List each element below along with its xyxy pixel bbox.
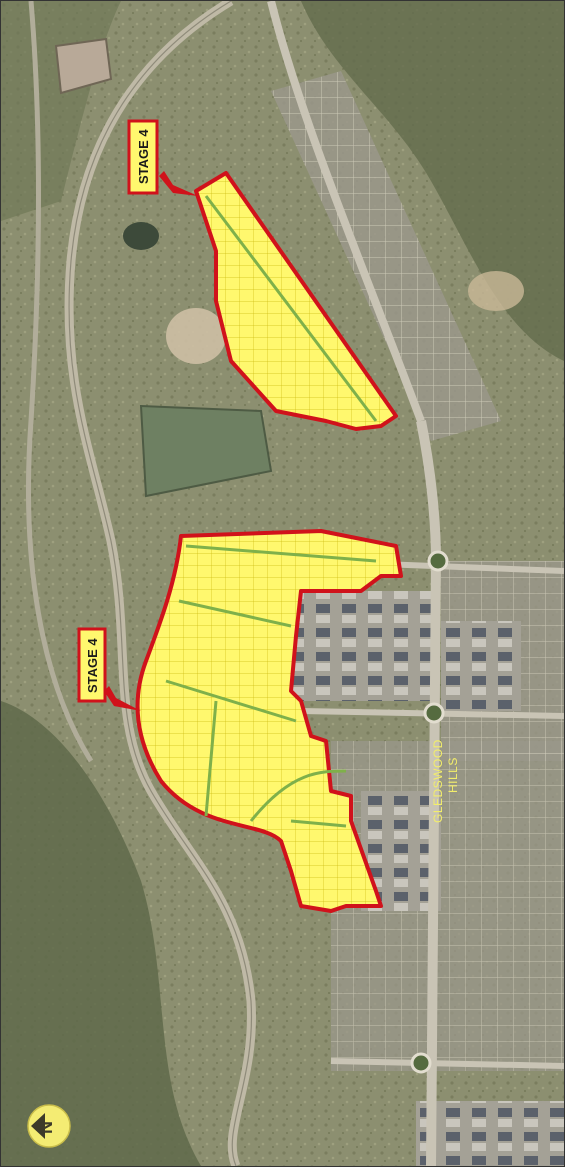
existing-houses (291, 591, 431, 701)
street-label-gledswood-hills: GLEDSWOOD HILLS (431, 739, 460, 823)
existing-houses-bottom (416, 1101, 564, 1166)
stage-4-internal-road-lower-c (165, 679, 297, 723)
road-to-stage-top (267, 1, 425, 423)
earth-patch (166, 308, 226, 364)
existing-lots-top (271, 71, 501, 441)
roundabout-3 (410, 1052, 432, 1074)
secondary-road (26, 1, 94, 763)
stage-4-internal-road-lower-f (290, 819, 347, 828)
roundabout-2 (423, 702, 445, 724)
pond-small (123, 222, 159, 250)
stage-4-parcel-upper[interactable] (194, 171, 398, 431)
stage-4-leader-upper (159, 171, 198, 196)
roundabout-1 (427, 550, 449, 572)
cross-road-3 (330, 1058, 564, 1069)
stage-4-internal-road-lower-e (249, 769, 347, 822)
stage-4-label-lower[interactable]: STAGE 4 (77, 627, 141, 711)
stage-4-leader-lower (104, 686, 141, 711)
stage-4-parcel-lower[interactable] (135, 529, 403, 913)
north-arrow-icon (31, 1113, 45, 1139)
street-label-line2: HILLS (446, 757, 460, 793)
stage-4-label-lower-text: STAGE 4 (85, 638, 100, 693)
existing-houses-2 (441, 621, 521, 711)
north-arrow[interactable]: N (27, 1104, 71, 1148)
vegetation-left (1, 701, 201, 1166)
earth-patch-2 (468, 271, 524, 311)
street-label-line1: GLEDSWOOD (431, 739, 445, 823)
stage-4-internal-road-lower-d (204, 700, 218, 817)
stage-4-label-upper-text: STAGE 4 (136, 129, 151, 184)
north-arrow-circle (27, 1104, 71, 1148)
north-arrow-letter: N (36, 1121, 56, 1134)
stage-4-label-upper[interactable]: STAGE 4 (127, 119, 198, 196)
stage-4-internal-road-lower-a (185, 544, 377, 563)
motorway-road-edge (68, 1, 253, 1166)
pond (139, 404, 273, 498)
vegetation-top-right (301, 1, 564, 361)
stage-4-internal-road-lower-b (178, 599, 292, 628)
pond-top (54, 37, 113, 95)
stage-4-internal-road-upper (204, 195, 378, 422)
